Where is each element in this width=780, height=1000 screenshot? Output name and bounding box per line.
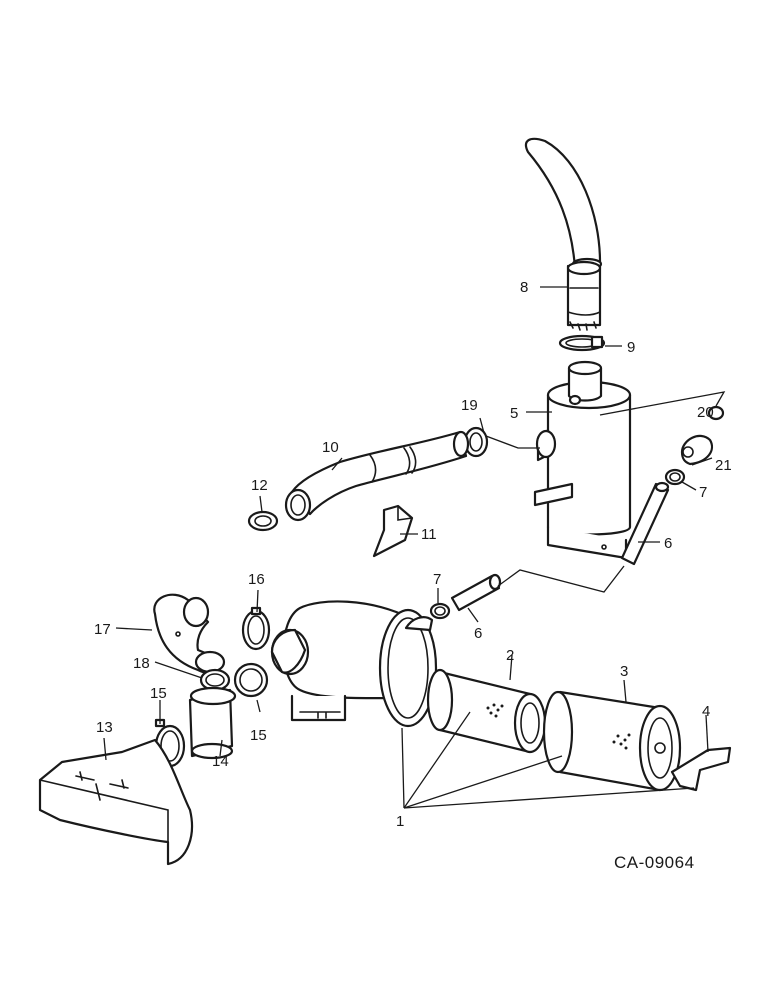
callout-11: 11 xyxy=(421,526,437,543)
callout-17: 17 xyxy=(94,621,111,638)
callout-4: 4 xyxy=(702,703,710,720)
intake-elbow xyxy=(153,593,226,674)
drawing-code: CA-09064 xyxy=(614,853,695,872)
callout-7-upper: 7 xyxy=(699,484,707,501)
callout-5: 5 xyxy=(510,405,518,422)
callout-18: 18 xyxy=(133,655,150,672)
callout-1: 1 xyxy=(396,813,404,830)
callout-15-right: 15 xyxy=(250,727,267,744)
callout-16: 16 xyxy=(248,571,265,588)
callout-6-upper: 6 xyxy=(664,535,672,552)
hose-clamp-19 xyxy=(463,426,489,458)
callout-2: 2 xyxy=(506,647,514,664)
stack-clamp xyxy=(558,334,606,352)
callout-9: 9 xyxy=(627,339,635,356)
callout-7-lower: 7 xyxy=(433,571,441,588)
precleaner-tube-upper xyxy=(620,481,670,566)
callout-14: 14 xyxy=(212,753,229,770)
precleaner-tube-lower xyxy=(429,573,502,620)
callout-21: 21 xyxy=(715,457,732,474)
outer-filter xyxy=(542,690,682,792)
muffler xyxy=(533,360,632,560)
hose-clamps xyxy=(154,606,271,768)
callout-19: 19 xyxy=(461,397,478,414)
callout-20: 20 xyxy=(697,404,714,421)
small-hardware-upper xyxy=(664,405,725,486)
callout-8: 8 xyxy=(520,279,528,296)
air-intake-13 xyxy=(38,738,194,866)
callout-12: 12 xyxy=(251,477,268,494)
inner-filter xyxy=(426,668,547,754)
callout-6-lower: 6 xyxy=(474,625,482,642)
callout-3: 3 xyxy=(620,663,628,680)
filter-media-dots-outer xyxy=(612,733,631,750)
pipe-clamp-12 xyxy=(247,510,279,532)
wing-nut-4 xyxy=(670,746,732,792)
bracket-11 xyxy=(372,504,414,558)
air-cleaner-housing xyxy=(270,600,438,728)
callout-15-left: 15 xyxy=(150,685,167,702)
callout-13: 13 xyxy=(96,719,113,736)
exhaust-pipe xyxy=(284,430,470,522)
callout-labels: 8 9 5 19 20 21 7 6 10 12 11 7 6 16 17 18… xyxy=(94,279,732,830)
intake-hose xyxy=(188,686,237,760)
callout-10: 10 xyxy=(322,439,339,456)
leader-lines xyxy=(103,286,726,809)
exhaust-stack xyxy=(524,137,603,331)
filter-media-dots xyxy=(486,703,504,718)
